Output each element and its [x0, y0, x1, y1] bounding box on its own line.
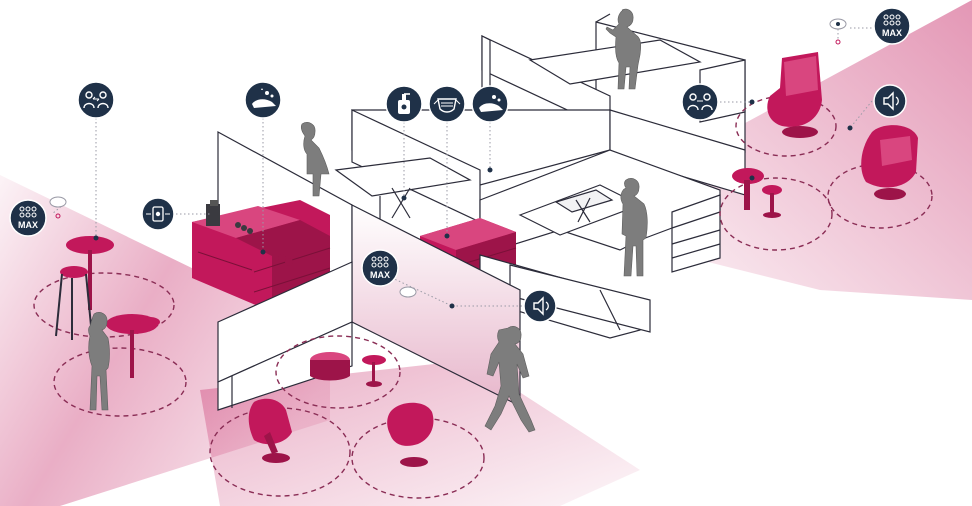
- leader-dots: [93, 99, 853, 309]
- max-label: MAX: [882, 28, 902, 38]
- hand-washing-icon: [244, 81, 282, 119]
- person-man-walking: [484, 326, 536, 433]
- face-mask-icon: [428, 85, 466, 123]
- divider-front: [217, 204, 521, 411]
- lounge-bottom: [209, 335, 485, 499]
- max-occupancy-icon: MAX: [9, 199, 47, 237]
- distancing-icon: [681, 83, 719, 121]
- sound-icon: [523, 289, 557, 323]
- floor-zone-right: [640, 0, 972, 300]
- person-woman-left: [300, 122, 330, 197]
- leader-lines: [51, 27, 876, 307]
- touchless-button-icon: [141, 197, 175, 231]
- person-woman-back: [605, 8, 642, 90]
- cafe-area: [33, 236, 187, 417]
- max-occupancy-icon: MAX: [361, 249, 399, 287]
- person-man-center: [620, 178, 648, 277]
- hand-sanitizer-icon: [385, 85, 423, 123]
- max-occupancy-icon: MAX: [873, 7, 911, 45]
- max-label: MAX: [370, 270, 390, 280]
- sound-icon: [873, 84, 907, 118]
- lounge-right: [719, 52, 933, 251]
- sensor-icon: [829, 18, 847, 45]
- person-woman-cafe: [88, 312, 110, 411]
- workstation-central: [334, 109, 746, 339]
- distancing-icon: [77, 81, 115, 119]
- sensor-icon: [399, 286, 417, 298]
- max-label: MAX: [18, 220, 38, 230]
- hand-washing-icon: [471, 85, 509, 123]
- sensor-icon: [49, 196, 67, 219]
